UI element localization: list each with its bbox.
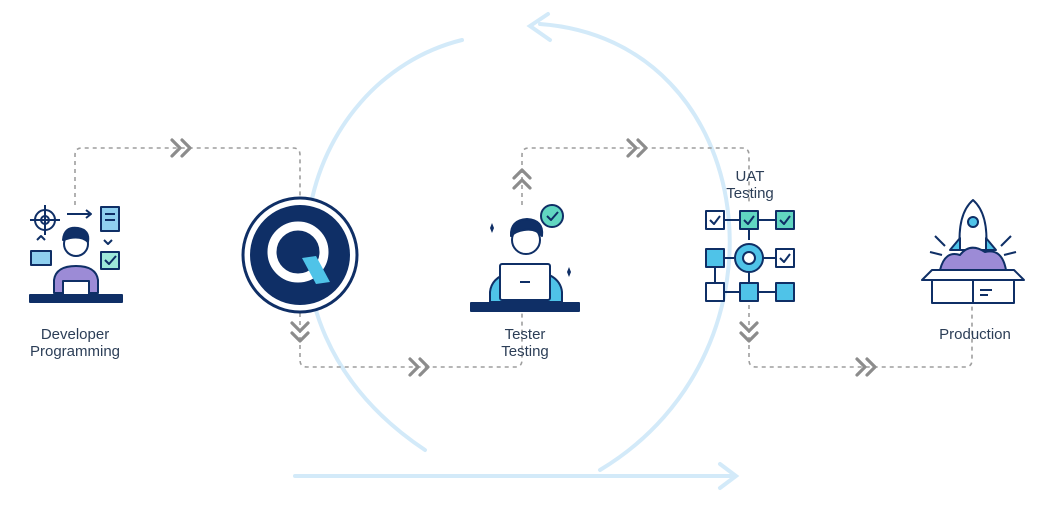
connector-q-to-tester: [299, 305, 523, 368]
tester-testing-icon: [470, 204, 580, 312]
chevron-right-icon: [408, 357, 430, 377]
developer-programming-icon: [29, 205, 123, 303]
tester-testing-label: Tester Testing: [501, 326, 549, 360]
developer-programming-label: Developer Programming: [29, 326, 121, 360]
cycle-arrows: [293, 12, 740, 490]
chevron-down-icon: [290, 321, 310, 343]
connector-tester-to-uat: [521, 147, 750, 205]
dashed-connectors: [74, 147, 973, 368]
chevron-right-icon: [626, 138, 648, 158]
chevron-right-icon: [855, 357, 877, 377]
chevrons: [170, 138, 877, 377]
cycle-arc-right: [538, 22, 732, 472]
chevron-right-icon: [170, 138, 192, 158]
chevron-down-icon: [739, 321, 759, 343]
cycle-arrowhead-top: [526, 12, 552, 42]
connector-dev-to-q: [74, 147, 301, 205]
uat-workflow-icon: [705, 210, 795, 302]
cycle-arrowhead-bottom: [718, 462, 740, 490]
rocket-box-icon: [921, 199, 1025, 304]
production-label: Production: [939, 326, 1011, 343]
uat-testing-label: UAT Testing: [726, 168, 774, 202]
q-logo-icon: [241, 196, 359, 314]
connector-uat-to-prod: [748, 305, 973, 368]
chevron-up-icon: [512, 168, 532, 190]
